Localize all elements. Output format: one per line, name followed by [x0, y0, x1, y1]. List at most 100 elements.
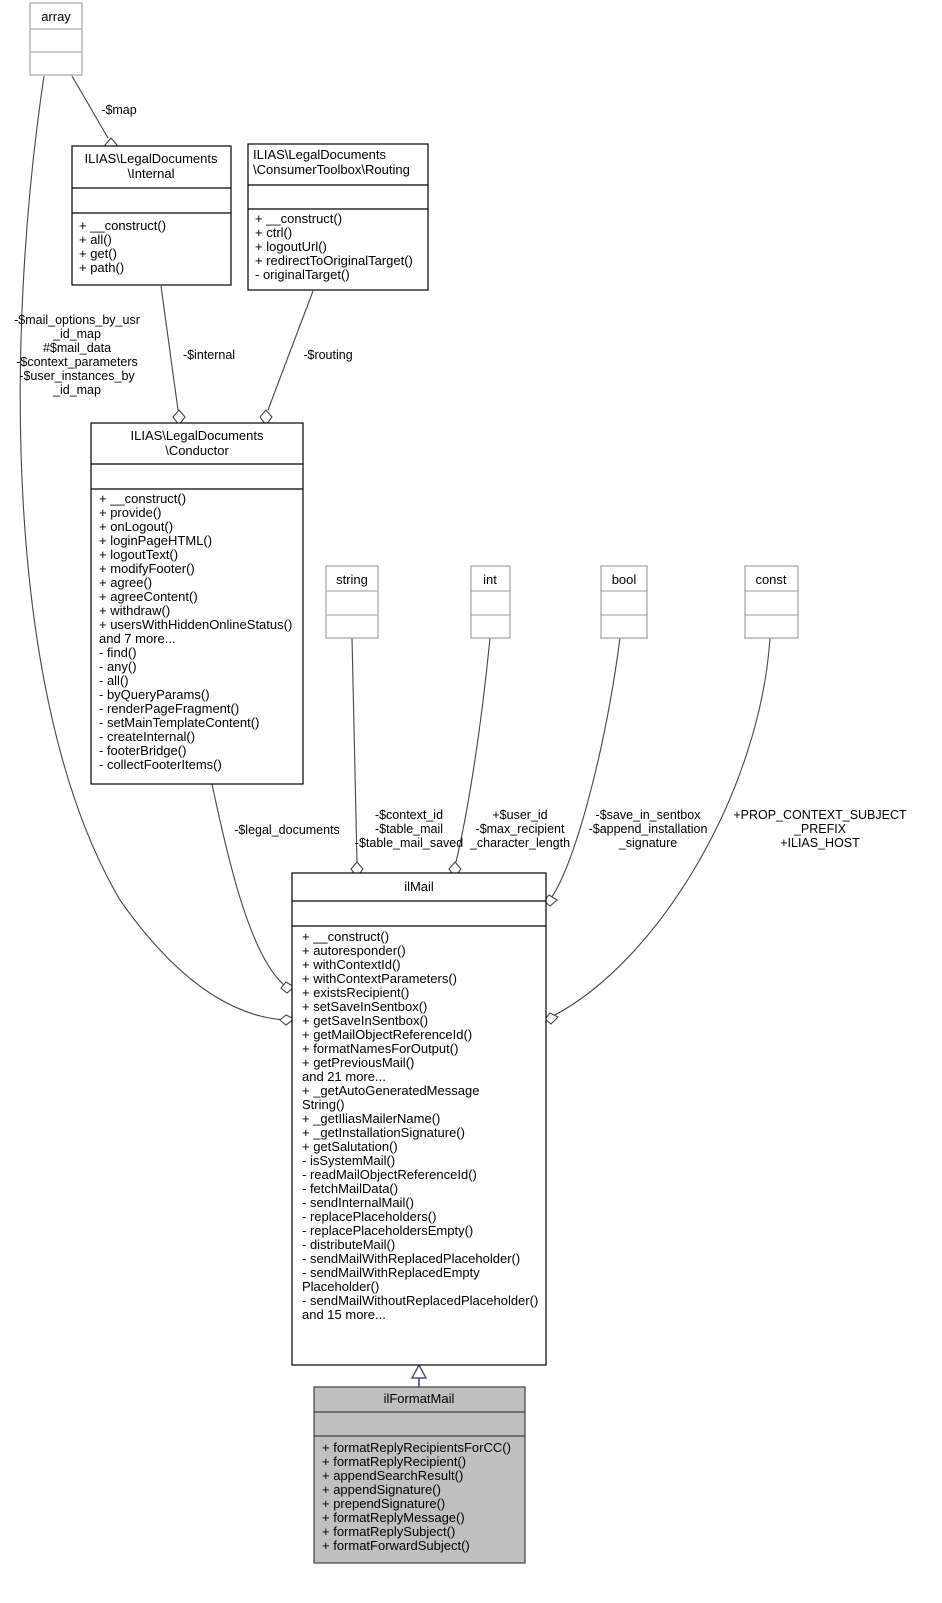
edge-array-internal	[71, 75, 109, 139]
member-ilmail-27: and 15 more...	[302, 1307, 386, 1322]
member-conductor-5: + modifyFooter()	[99, 561, 195, 576]
member-ilformatmail-7: + formatForwardSubject()	[322, 1538, 470, 1553]
edge-conductor-ilmail	[211, 783, 285, 986]
member-ilmail-12: String()	[302, 1097, 345, 1112]
member-ilmail-9: + getPreviousMail()	[302, 1055, 414, 1070]
svg-text:+$user_id: +$user_id	[492, 808, 547, 822]
class-name-bool: bool	[612, 572, 637, 587]
member-conductor-8: + withdraw()	[99, 603, 170, 618]
member-routing-2: + logoutUrl()	[255, 239, 327, 254]
class-box-int[interactable]: int	[470, 565, 511, 639]
svg-text:_PREFIX: _PREFIX	[793, 822, 847, 836]
edge-label-bool-ilmail: -$save_in_sentbox -$append_installation …	[589, 808, 708, 850]
member-routing-1: + ctrl()	[255, 225, 292, 240]
edge-label-conductor-ilmail: -$legal_documents	[234, 823, 340, 837]
member-ilmail-6: + getSaveInSentbox()	[302, 1013, 428, 1028]
member-ilmail-5: + setSaveInSentbox()	[302, 999, 427, 1014]
member-internal-3: + path()	[79, 260, 124, 275]
class-box-const[interactable]: const	[744, 565, 799, 639]
svg-text:-$append_installation: -$append_installation	[589, 822, 708, 836]
member-routing-4: - originalTarget()	[255, 267, 350, 282]
member-conductor-7: + agreeContent()	[99, 589, 198, 604]
member-ilmail-7: + getMailObjectReferenceId()	[302, 1027, 472, 1042]
member-ilmail-21: - replacePlaceholdersEmpty()	[302, 1223, 473, 1238]
member-ilformatmail-2: + appendSearchResult()	[322, 1468, 463, 1483]
svg-text:-$max_recipient: -$max_recipient	[476, 822, 565, 836]
class-name-array: array	[41, 9, 71, 24]
member-conductor-11: - find()	[99, 645, 137, 660]
member-ilformatmail-1: + formatReplyRecipient()	[322, 1454, 466, 1469]
member-ilformatmail-6: + formatReplySubject()	[322, 1524, 455, 1539]
member-ilformatmail-3: + appendSignature()	[322, 1482, 441, 1497]
svg-text:-$user_instances_by: -$user_instances_by	[19, 369, 135, 383]
class-name-string: string	[336, 572, 368, 587]
svg-text:-$save_in_sentbox: -$save_in_sentbox	[596, 808, 702, 822]
edge-int-ilmail	[455, 637, 491, 863]
member-ilmail-23: - sendMailWithReplacedPlaceholder()	[302, 1251, 520, 1266]
edge-label-const-ilmail: +PROP_CONTEXT_SUBJECT _PREFIX +ILIAS_HOS…	[733, 808, 907, 850]
edge-internal-conductor	[160, 285, 179, 411]
member-ilmail-11: + _getAutoGeneratedMessage	[302, 1083, 479, 1098]
svg-text:_character_length: _character_length	[469, 836, 570, 850]
member-ilmail-15: + getSalutation()	[302, 1139, 398, 1154]
svg-text:_id_map: _id_map	[52, 383, 101, 397]
member-conductor-13: - all()	[99, 673, 129, 688]
member-ilmail-24: - sendMailWithReplacedEmpty	[302, 1265, 480, 1280]
member-routing-3: + redirectToOriginalTarget()	[255, 253, 413, 268]
edge-array-ilmail	[19, 75, 287, 1021]
class-box-array[interactable]: array	[29, 2, 83, 76]
edge-label-int-ilmail: +$user_id -$max_recipient _character_len…	[469, 808, 570, 850]
member-conductor-0: + __construct()	[99, 491, 186, 506]
class-box-ilmail[interactable]: ilMail + __construct() + autoresponder()…	[291, 872, 547, 1366]
member-ilmail-3: + withContextParameters()	[302, 971, 457, 986]
member-ilmail-26: - sendMailWithoutReplacedPlaceholder()	[302, 1293, 538, 1308]
svg-text:+ILIAS_HOST: +ILIAS_HOST	[780, 836, 860, 850]
class-name-routing-line1: ILIAS\LegalDocuments	[253, 147, 386, 162]
class-box-routing[interactable]: ILIAS\LegalDocuments \ConsumerToolbox\Ro…	[247, 143, 429, 291]
class-name-internal-line2: \Internal	[128, 166, 175, 181]
class-name-routing-line2: \ConsumerToolbox\Routing	[253, 162, 410, 177]
member-internal-2: + get()	[79, 246, 117, 261]
class-name-conductor-line2: \Conductor	[165, 443, 229, 458]
member-ilformatmail-4: + prependSignature()	[322, 1496, 445, 1511]
member-ilmail-4: + existsRecipient()	[302, 985, 409, 1000]
member-conductor-3: + loginPageHTML()	[99, 533, 212, 548]
svg-text:+PROP_CONTEXT_SUBJECT: +PROP_CONTEXT_SUBJECT	[733, 808, 907, 822]
class-box-string[interactable]: string	[325, 565, 379, 639]
member-conductor-12: - any()	[99, 659, 137, 674]
member-ilmail-14: + _getInstallationSignature()	[302, 1125, 465, 1140]
edge-label-string-ilmail: -$context_id -$table_mail -$table_mail_s…	[355, 808, 463, 850]
member-ilmail-1: + autoresponder()	[302, 943, 406, 958]
svg-text:#$mail_data: #$mail_data	[43, 341, 111, 355]
edge-routing-conductor	[267, 290, 314, 411]
class-box-internal[interactable]: ILIAS\LegalDocuments \Internal + __const…	[71, 145, 232, 286]
svg-text:-$context_id: -$context_id	[375, 808, 443, 822]
edges-layer	[19, 75, 771, 1387]
edge-label-routing-conductor: -$routing	[303, 348, 352, 362]
class-box-ilformatmail[interactable]: ilFormatMail + formatReplyRecipientsForC…	[313, 1386, 526, 1564]
svg-text:-$table_mail: -$table_mail	[375, 822, 443, 836]
member-ilmail-19: - sendInternalMail()	[302, 1195, 414, 1210]
edge-label-array-internal: -$map	[101, 103, 136, 117]
member-conductor-19: - collectFooterItems()	[99, 757, 222, 772]
member-ilformatmail-5: + formatReplyMessage()	[322, 1510, 465, 1525]
aggregation-diamond-ilmail-const	[544, 1012, 559, 1025]
member-conductor-6: + agree()	[99, 575, 152, 590]
edge-bool-ilmail	[550, 637, 621, 899]
svg-text:-$context_parameters: -$context_parameters	[16, 355, 138, 369]
member-ilmail-25: Placeholder()	[302, 1279, 379, 1294]
class-box-bool[interactable]: bool	[600, 565, 648, 639]
member-ilmail-17: - readMailObjectReferenceId()	[302, 1167, 477, 1182]
member-ilmail-16: - isSystemMail()	[302, 1153, 395, 1168]
member-internal-0: + __construct()	[79, 218, 166, 233]
class-name-internal-line1: ILIAS\LegalDocuments	[85, 151, 218, 166]
class-box-conductor[interactable]: ILIAS\LegalDocuments \Conductor + __cons…	[90, 422, 304, 785]
class-name-ilmail: ilMail	[404, 879, 434, 894]
svg-text:_id_map: _id_map	[52, 327, 101, 341]
member-conductor-15: - renderPageFragment()	[99, 701, 239, 716]
svg-text:_signature: _signature	[618, 836, 677, 850]
edge-string-ilmail	[351, 637, 358, 863]
edge-const-ilmail	[552, 637, 771, 1017]
